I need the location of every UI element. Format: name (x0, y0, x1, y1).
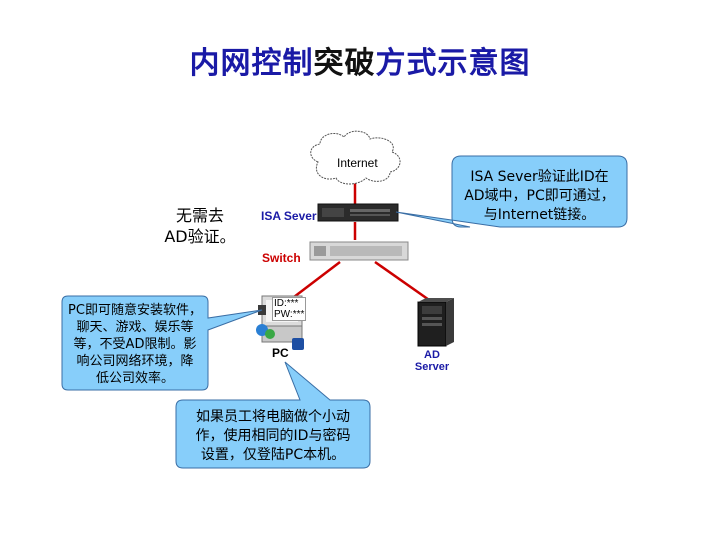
callout-top-left-line: 无需去 (175, 206, 224, 225)
title-part-3: 方式示意图 (375, 46, 531, 81)
id-text: ID:*** (274, 298, 299, 309)
link-switch-pc (289, 261, 341, 301)
ad-server-label-line1: AD (424, 349, 440, 361)
callout-top-right-line: 与Internet链接。 (483, 207, 596, 223)
callout-top-right: ISA Sever验证此ID在 AD域中，PC即可通过， 与Internet链接。 (452, 168, 627, 225)
callout-bottom-line: 作，使用相同的ID与密码 (195, 428, 351, 444)
page-title: 内网控制突破方式示意图 (0, 38, 720, 82)
id-pw-card: ID:***PW:*** (272, 297, 307, 321)
link-switch-ad (374, 260, 433, 304)
isa-server-label: ISA Sever (261, 209, 317, 223)
title-part-2: 突破 (313, 46, 376, 81)
callout-top-right-shape (395, 155, 628, 228)
ad-server-label-line2: Server (414, 361, 450, 373)
callout-bottom-line: 设置，仅登陆PC本机。 (200, 447, 346, 463)
internet-label: Internet (337, 156, 378, 170)
callout-top-right-line: AD域中，PC即可通过， (464, 188, 615, 204)
pc-label: PC (272, 346, 289, 360)
callout-mid-left-shape (61, 295, 263, 391)
switch-icon (309, 241, 409, 261)
callout-mid-left-line: 聊天、游戏、娱乐等 (76, 320, 194, 335)
pw-text: PW:*** (274, 309, 305, 320)
callout-mid-left-line: 等，不受AD限制。影 (73, 337, 197, 352)
callout-top-left-line: AD验证。 (164, 227, 236, 246)
callout-bottom-line: 如果员工将电脑做个小动 (196, 409, 350, 425)
internet-cloud-icon (310, 130, 401, 185)
network-links (289, 178, 433, 304)
callout-bottom-shape (175, 361, 371, 469)
callout-mid-left-line: 低公司效率。 (95, 371, 174, 386)
callout-mid-left-line: PC即可随意安装软件， (68, 303, 202, 318)
isa-server-icon (317, 203, 399, 222)
switch-label: Switch (262, 251, 301, 265)
ad-server-icon (417, 298, 454, 347)
callout-top-left: 无需去 AD验证。 (160, 205, 240, 247)
callout-mid-left-line: 响公司网络环境，降 (76, 354, 194, 369)
callout-bottom: 如果员工将电脑做个小动作，使用相同的ID与密码设置，仅登陆PC本机。 (176, 408, 370, 465)
callout-top-right-line: ISA Sever验证此ID在 (470, 169, 609, 185)
title-part-1: 内网控制 (189, 46, 314, 81)
callout-shapes (61, 155, 628, 469)
callout-mid-left: PC即可随意安装软件， 聊天、游戏、娱乐等等，不受AD限制。影响公司网络环境，降低… (62, 302, 208, 387)
